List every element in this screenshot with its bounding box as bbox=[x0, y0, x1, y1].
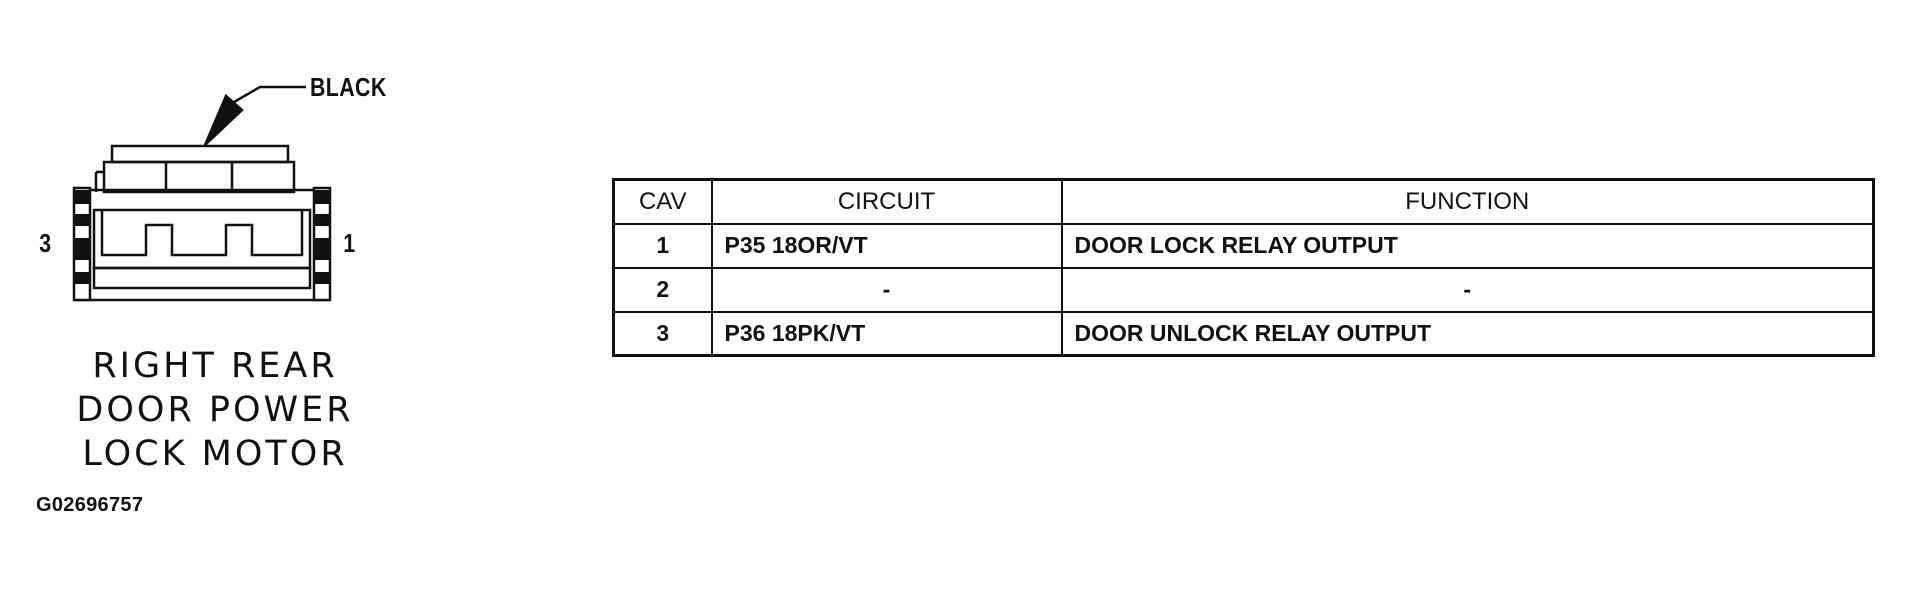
callout-leader bbox=[233, 85, 306, 104]
connector-left-edge bbox=[72, 186, 92, 302]
cell-circuit: P36 18PK/VT bbox=[710, 310, 1063, 357]
pin-label-left: 3 bbox=[39, 228, 52, 258]
terminal-cavities bbox=[100, 210, 304, 257]
header-cav: CAV bbox=[612, 178, 713, 225]
cell-cav: 1 bbox=[612, 222, 713, 269]
header-function: FUNCTION bbox=[1060, 178, 1875, 225]
table-row: 3 P36 18PK/VT DOOR UNLOCK RELAY OUTPUT bbox=[612, 310, 1875, 357]
connector-figure: BLACK 3 1 RIGHT REAR DOOR POWER LOCK MOT… bbox=[0, 0, 420, 591]
callout-arrow bbox=[203, 93, 244, 146]
cell-function: DOOR UNLOCK RELAY OUTPUT bbox=[1060, 310, 1875, 357]
connector-latch-body bbox=[102, 160, 296, 194]
connector-right-edge bbox=[312, 186, 332, 302]
color-callout-label: BLACK bbox=[310, 72, 387, 102]
cell-cav: 2 bbox=[612, 266, 713, 313]
connector-latch-top bbox=[110, 144, 290, 164]
connector-drawing bbox=[72, 85, 332, 302]
connector-housing bbox=[74, 188, 330, 302]
connector-title-line: DOOR POWER bbox=[76, 390, 354, 430]
connector-title-line: RIGHT REAR bbox=[92, 346, 338, 386]
cell-cav: 3 bbox=[612, 310, 713, 357]
figure-id: G02696757 bbox=[36, 494, 144, 516]
table-header-row: CAV CIRCUIT FUNCTION bbox=[612, 178, 1875, 225]
connector-title: RIGHT REAR DOOR POWER LOCK MOTOR bbox=[50, 344, 380, 476]
cell-function: - bbox=[1060, 266, 1875, 313]
pin-label-right: 1 bbox=[343, 228, 356, 258]
header-circuit: CIRCUIT bbox=[710, 178, 1063, 225]
connector-title-line: LOCK MOTOR bbox=[82, 434, 348, 474]
cell-circuit: - bbox=[710, 266, 1063, 313]
cell-circuit: P35 18OR/VT bbox=[710, 222, 1063, 269]
pinout-table: CAV CIRCUIT FUNCTION 1 P35 18OR/VT DOOR … bbox=[612, 178, 1875, 357]
table-row: 2 - - bbox=[612, 266, 1875, 313]
table-row: 1 P35 18OR/VT DOOR LOCK RELAY OUTPUT bbox=[612, 222, 1875, 269]
cell-function: DOOR LOCK RELAY OUTPUT bbox=[1060, 222, 1875, 269]
